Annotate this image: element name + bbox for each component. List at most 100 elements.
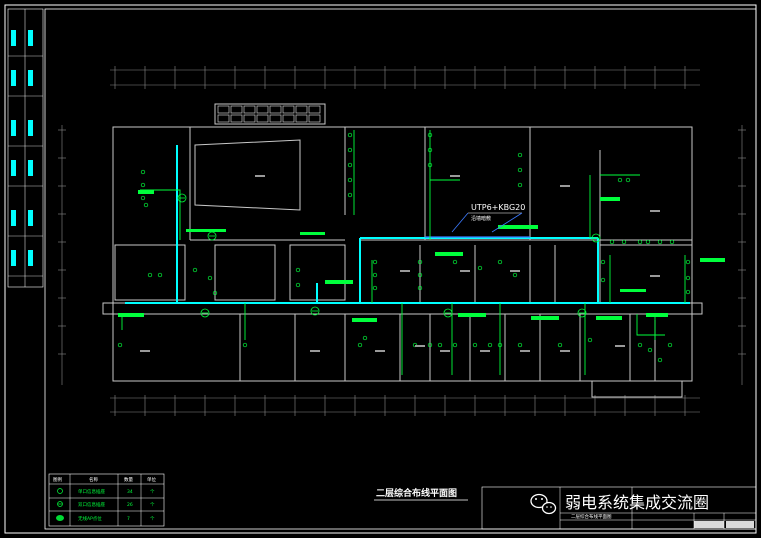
cable-label-tag xyxy=(646,313,668,317)
room-label-mark xyxy=(310,350,320,352)
strip-mark xyxy=(11,30,16,46)
outlet-icon xyxy=(427,162,433,168)
room-label-mark xyxy=(255,175,265,177)
building-walls xyxy=(102,103,703,398)
window-cell xyxy=(217,105,230,114)
wireless-ap-icon xyxy=(200,308,210,318)
wireless-ap-icon xyxy=(310,306,320,316)
outlet-icon xyxy=(427,132,433,138)
room-label-mark xyxy=(450,175,460,177)
legend-table: 图例 名称 数量 单位 单口信息插座 34 个 双口信息插座 26 个 无线AP… xyxy=(48,473,165,527)
strip-mark xyxy=(11,120,16,136)
room-label-mark xyxy=(140,350,150,352)
outlet-icon xyxy=(357,342,363,348)
cable-label-tag xyxy=(596,316,622,320)
legend-header-count: 数量 xyxy=(124,476,133,483)
legend-item-name: 无线AP点位 xyxy=(78,515,102,522)
outlet-icon xyxy=(637,342,643,348)
drawing-title: 二层综合布线平面图 xyxy=(376,487,457,499)
room-label-mark xyxy=(650,210,660,212)
outlet-icon xyxy=(647,347,653,353)
room-label-mark xyxy=(510,270,520,272)
outlet-icon xyxy=(497,342,503,348)
outlet-icon xyxy=(587,337,593,343)
annotation-leader-2 xyxy=(491,212,523,233)
outlet-icon xyxy=(685,289,691,295)
outlet-icon xyxy=(487,342,493,348)
outlet-icon xyxy=(669,239,675,245)
outlet-icon xyxy=(347,132,353,138)
strip-mark xyxy=(28,250,33,266)
room-label-mark xyxy=(560,185,570,187)
cable-label-tags xyxy=(118,190,725,322)
outlet-icon xyxy=(372,285,378,291)
outlet-icon xyxy=(347,147,353,153)
window-cell xyxy=(243,114,256,123)
strip-mark xyxy=(11,210,16,226)
outlet-icon xyxy=(517,182,523,188)
watermark: 弱电系统集成交流圈 xyxy=(530,493,709,515)
wireless-ap-icon xyxy=(577,308,587,318)
outlet-icon xyxy=(497,259,503,265)
wechat-icon xyxy=(530,493,557,515)
cable-annotation-sub: 沿墙暗敷 xyxy=(471,215,491,222)
cable-label-tag xyxy=(620,289,646,292)
cable-tray xyxy=(125,145,690,304)
outlet-icon xyxy=(427,147,433,153)
outlet-icon xyxy=(437,342,443,348)
outlet-icon xyxy=(685,275,691,281)
outlet-icon xyxy=(621,239,627,245)
window-cell xyxy=(243,105,256,114)
cable-annotation: UTP6+KBG20 xyxy=(471,203,525,212)
legend-header-unit: 单位 xyxy=(147,476,156,483)
legend-item-count: 7 xyxy=(127,516,130,522)
room-label-mark xyxy=(460,270,470,272)
room-label-mark xyxy=(415,345,425,347)
single-outlet-icon xyxy=(57,488,63,494)
window-cell xyxy=(282,114,295,123)
legend-header-name: 名称 xyxy=(89,476,98,483)
strip-mark xyxy=(28,160,33,176)
window-cell xyxy=(308,105,321,114)
left-revision-strip xyxy=(7,8,44,288)
outlet-icon xyxy=(600,259,606,265)
drawing-frame xyxy=(4,4,757,534)
drawing-inner-frame xyxy=(44,8,757,530)
double-outlet-icon xyxy=(57,501,63,507)
room-label-mark xyxy=(400,270,410,272)
cable-label-tag xyxy=(458,313,486,317)
strip-mark xyxy=(11,160,16,176)
outlet-icon xyxy=(347,162,353,168)
strip-mark xyxy=(11,250,16,266)
outlet-icon xyxy=(207,275,213,281)
room-label-mark xyxy=(650,275,660,277)
room-labels xyxy=(140,175,660,352)
wireless-ap-icon xyxy=(207,231,217,241)
cable-label-tag xyxy=(138,190,154,194)
strip-border xyxy=(7,8,44,288)
room-label-mark xyxy=(520,350,530,352)
strip-mark xyxy=(28,30,33,46)
cable-label-tag xyxy=(531,316,559,320)
outlet-icon xyxy=(140,195,146,201)
legend-item-name: 单口信息插座 xyxy=(78,488,105,495)
outlet-icon xyxy=(472,342,478,348)
watermark-text: 弱电系统集成交流圈 xyxy=(565,493,709,512)
strip-mark xyxy=(28,120,33,136)
room-label-mark xyxy=(615,345,625,347)
outlet-icon xyxy=(143,202,149,208)
legend-item-unit: 个 xyxy=(150,489,155,495)
room-label-mark xyxy=(560,350,570,352)
outlet-icon xyxy=(657,239,663,245)
window-cell xyxy=(295,105,308,114)
wireless-ap-icon xyxy=(177,193,187,203)
outlet-icon xyxy=(140,169,146,175)
title-block-drawing-name: 二层综合布线平面图 xyxy=(571,513,612,520)
window-cell xyxy=(295,114,308,123)
horizontal-cable-runs xyxy=(121,130,686,375)
cable-label-tag xyxy=(325,280,353,284)
wireless-ap-icon xyxy=(443,308,453,318)
outlet-icon xyxy=(295,282,301,288)
roof-window-grid xyxy=(217,105,321,123)
